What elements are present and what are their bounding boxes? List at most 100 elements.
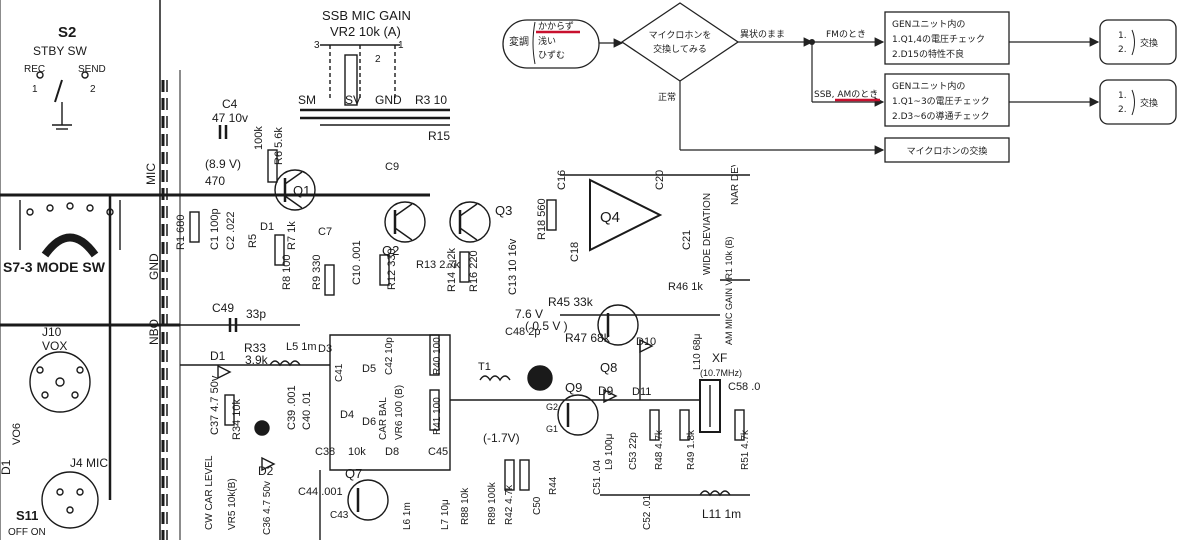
- label-g2: G2: [546, 402, 558, 412]
- label-q1: Q1: [293, 183, 310, 198]
- label-pin3: 3: [314, 40, 320, 51]
- label-d3: D3: [318, 343, 332, 355]
- label-c53: C53 22p: [628, 432, 639, 470]
- label-r14: R14 2.2k: [446, 247, 458, 292]
- label-d8: D8: [385, 446, 399, 458]
- label-mic: MIC: [144, 163, 158, 185]
- label-mode-sw: S7-3 MODE SW: [3, 259, 106, 275]
- label-d5: D5: [362, 363, 376, 375]
- box-ssb: [884, 73, 1010, 127]
- label-send: SEND: [78, 64, 106, 75]
- label-r3: R3 10: [415, 93, 447, 107]
- label-c52: C52 .01: [642, 495, 653, 530]
- label-mic-gain: SSB MIC GAIN: [322, 8, 411, 23]
- branch-abnormal: 異状のまま: [740, 28, 785, 40]
- label-c1: C1 100p: [209, 208, 221, 250]
- symptom-option-2: 浅い: [538, 35, 556, 47]
- label-t1: T1: [478, 361, 491, 373]
- label-j10: J10: [42, 325, 62, 339]
- label-vo6: VO6: [11, 423, 23, 445]
- label-c9: C9: [385, 161, 399, 173]
- label-c13: C13 10 16v: [507, 238, 519, 295]
- label-c10: C10 .001: [351, 240, 363, 285]
- label-q2: Q2: [382, 243, 399, 258]
- result-ssb-label: 交換: [1140, 97, 1158, 109]
- result-ssb-item-1: 1.: [1118, 91, 1127, 101]
- label-c42: C42 10p: [384, 337, 395, 375]
- flowchart: 変調 かからず 浅い ひずむ マイクロホンを 交換してみる 異状のまま FMのと…: [502, 2, 1177, 163]
- label-r12: R12 330: [386, 248, 398, 290]
- fm-label: FMのとき: [826, 29, 866, 40]
- branch-normal: 正常: [658, 91, 676, 103]
- label-sm: SM: [298, 93, 316, 107]
- label-v05: ( 0.5 V ): [525, 319, 568, 333]
- box-fm-line-2: 1.Q1,4の電圧チェック: [892, 34, 985, 45]
- label-rec: REC: [24, 64, 45, 75]
- label-c7: C7: [318, 226, 332, 238]
- label-v17: (-1.7V): [483, 431, 520, 445]
- symptom-label: 変調: [509, 35, 529, 48]
- blank-area: [760, 165, 1200, 540]
- label-vr5: VR5 10k(B): [227, 478, 238, 530]
- label-sv: SV: [345, 93, 361, 107]
- decision-line-2: 交換してみる: [653, 43, 707, 55]
- label-c36: C36 4.7 50v: [262, 481, 273, 535]
- result-capsule-fm: [1099, 19, 1177, 65]
- label-s2: S2: [58, 24, 76, 41]
- label-r41: R41 100: [432, 397, 443, 435]
- label-d9: D9: [598, 384, 614, 398]
- label-c51: C51 .04: [592, 460, 603, 495]
- label-r46: R46 1k: [668, 281, 703, 293]
- label-r18: R18 560: [536, 198, 548, 240]
- label-r88: R88 10k: [460, 487, 471, 525]
- label-r42: R42 4.7k: [504, 484, 515, 525]
- label-r51: R51 4.7k: [740, 429, 751, 470]
- box-ssb-line-1: GENユニット内の: [892, 80, 965, 92]
- label-r7: R7 1k: [286, 221, 298, 250]
- label-r33: R33: [244, 341, 266, 355]
- label-gnd-top: GND: [375, 93, 402, 107]
- label-r6: R6 5.6k: [273, 127, 285, 165]
- label-stby-sw: STBY SW: [33, 44, 87, 58]
- label-r2: 100k: [253, 126, 265, 150]
- symptom-option-3: ひずむ: [538, 50, 565, 61]
- label-q9: Q9: [565, 380, 582, 395]
- box-fm: [884, 11, 1010, 65]
- label-d4: D4: [340, 409, 354, 421]
- label-r34: R34 10k: [231, 399, 243, 440]
- label-xf-freq: (10.7MHz): [700, 368, 742, 378]
- label-r15: R15: [428, 129, 450, 143]
- result-capsule-ssb: [1099, 79, 1177, 125]
- label-s11: S11: [16, 508, 38, 523]
- result-fm-item-1: 1.: [1118, 31, 1127, 41]
- box-ssb-line-3: 2.D3~6の導通チェック: [892, 110, 990, 122]
- label-xf: XF: [712, 351, 727, 365]
- label-vox: VOX: [42, 339, 67, 353]
- label-car-bal: CAR BAL: [378, 397, 389, 440]
- label-470: 470: [205, 174, 225, 188]
- label-r9: R9 330: [311, 255, 323, 290]
- label-nbo: NBO: [147, 319, 161, 345]
- label-c4: C4: [222, 97, 238, 111]
- label-off-on: OFF ON: [8, 527, 46, 538]
- label-c2: C2 .022: [225, 211, 237, 250]
- label-d1b: D1: [0, 459, 13, 475]
- label-r8: R8 100: [281, 255, 293, 290]
- label-c40: C40 .01: [301, 391, 313, 430]
- label-vr2-pin2: 2: [375, 54, 381, 65]
- label-cw-car-level: CW CAR LEVEL: [204, 455, 215, 530]
- label-c49-val: 33p: [246, 307, 266, 321]
- label-r16: R16 220: [468, 250, 480, 292]
- result-ssb-item-2: 2.: [1118, 105, 1127, 115]
- label-d1: D1: [210, 349, 226, 363]
- label-l11: L11 1m: [702, 507, 741, 521]
- label-d6: D6: [362, 416, 376, 428]
- label-r38: 10k: [348, 446, 366, 458]
- label-v76: 7.6 V: [515, 307, 543, 321]
- label-l6: L6 1m: [402, 502, 413, 530]
- label-d10: D10: [636, 336, 656, 348]
- label-pin1: 1: [32, 84, 38, 95]
- ssb-label: SSB, AMのとき: [814, 89, 878, 100]
